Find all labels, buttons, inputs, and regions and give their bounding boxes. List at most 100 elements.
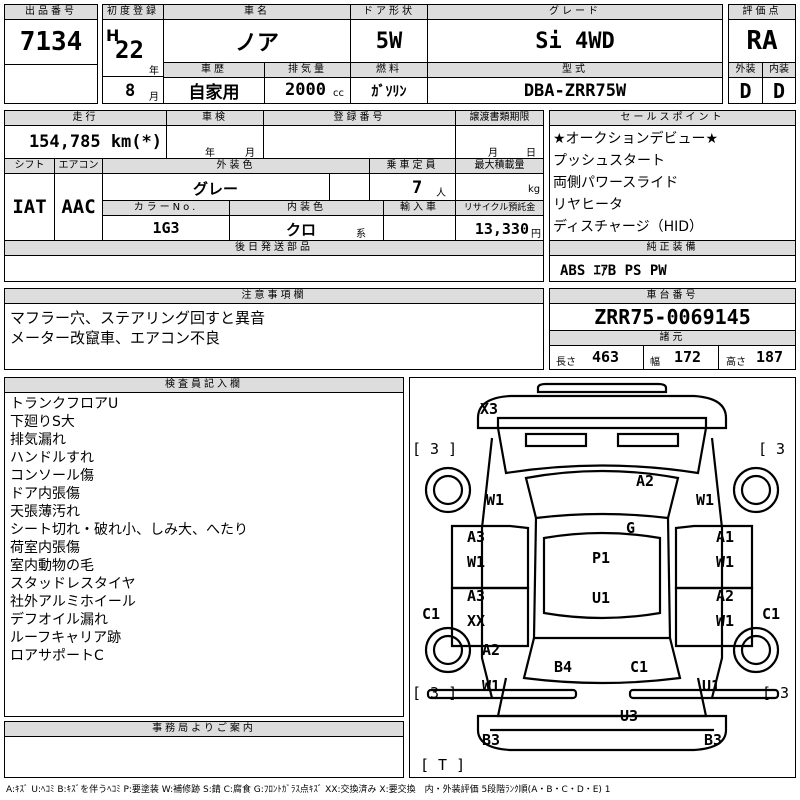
damage-mark: C1 [762, 605, 781, 623]
damage-mark: C1 [422, 605, 441, 623]
inspection-year-unit: 年 [205, 148, 215, 159]
score-header: 評価点 [728, 4, 796, 20]
length-label: 長さ [556, 357, 576, 368]
tire-rear-left-inner [432, 634, 464, 666]
width-label: 幅 [650, 357, 660, 368]
windshield [524, 469, 680, 520]
inspector-line: ハンドルすれ [10, 450, 94, 466]
import-header: 輸入車 [383, 200, 456, 216]
damage-mark: W1 [486, 491, 505, 509]
rear-bumper [476, 714, 728, 752]
damage-mark: B3 [482, 731, 501, 749]
ac: AAC [54, 173, 103, 241]
ac-header: エアコン [54, 158, 103, 174]
recycle-cell: 13,330 円 [455, 215, 544, 241]
tire-rear-left [424, 626, 472, 674]
max-load-header: 最大積載量 [455, 158, 544, 174]
spare-tire-mark: [ T ] [420, 756, 466, 774]
ext-color-blank [329, 173, 370, 201]
reg-no-cell [263, 125, 456, 159]
damage-mark: XX [467, 612, 486, 630]
month: 8 [125, 81, 136, 101]
mileage-header: 走行 [4, 110, 167, 126]
sales-point: ★オークションデビュー★ [553, 131, 719, 147]
era: H [106, 26, 120, 45]
height: 187 [756, 348, 784, 366]
fuel-header: 燃料 [350, 62, 428, 78]
inspector-line: 排気漏れ [10, 432, 66, 448]
inspector-line: ルーフキャリア跡 [10, 630, 122, 646]
sales-points-box: ★オークションデビュー★ プッシュスタート 両側パワースライド リヤヒータ ディ… [549, 125, 796, 241]
tire-rear-right [732, 626, 780, 674]
inspector-line: 天張薄汚れ [10, 504, 80, 520]
chassis-no: ZRR75-0069145 [549, 303, 796, 331]
tire-front-right-inner [740, 474, 772, 506]
tire-front-right [732, 466, 780, 514]
mileage-cell: 154,785 km(*) [4, 125, 167, 159]
later-parts-header: 後日発送部品 [4, 240, 544, 256]
model: DBA-ZRR75W [427, 77, 723, 104]
tire-tread-mark: [ 3 [758, 440, 786, 458]
door: 5W [350, 19, 428, 63]
dims-cell: 長さ 463 幅 172 高さ 187 [549, 345, 796, 370]
grille [524, 432, 588, 448]
equipment-header: 純正装備 [549, 240, 796, 256]
damage-mark: A3 [467, 587, 486, 605]
color-no-header: カラーNo. [102, 200, 230, 216]
damage-mark: A1 [716, 528, 735, 546]
first-reg-header: 初度登録 [102, 4, 164, 20]
door-rear-right [674, 586, 754, 648]
inspector-line: 下廻りS大 [10, 414, 75, 430]
lot-no-blank [4, 64, 98, 104]
tire-rear-right-inner [740, 634, 772, 666]
car-name: ノア [163, 19, 351, 63]
sales-points-header: セールスポイント [549, 110, 796, 126]
mileage: 154,785 km(*) [28, 132, 162, 152]
legend: A:ｷｽﾞ U:ﾍｺﾐ B:ｷｽﾞを伴うﾍｺﾐ P:要塗装 W:補修跡 S:錆 … [6, 785, 611, 795]
grade-header: グレード [427, 4, 723, 20]
first-reg-cell: H 22 年 [102, 19, 164, 77]
door-front-right [674, 524, 754, 590]
roof-panel [542, 531, 662, 620]
int-color-header: 内装色 [229, 200, 384, 216]
grade: Si 4WD [427, 19, 723, 63]
tire-tread-mark: [ 3 ] [412, 684, 458, 702]
rear-glass [522, 637, 682, 685]
int-color: クロ [286, 221, 317, 239]
recycle-unit: 円 [531, 229, 541, 240]
inspector-line: ロアサポートC [10, 648, 104, 664]
damage-mark: W1 [482, 677, 501, 695]
inspector-line: 社外アルミホイール [10, 594, 136, 610]
damage-mark: A2 [636, 472, 655, 490]
shift-header: シフト [4, 158, 55, 174]
door-rear-left [450, 586, 530, 648]
score: RA [728, 19, 796, 63]
inspector-line: 荷室内張傷 [10, 540, 80, 556]
fuel: ｶﾞｿﾘﾝ [350, 77, 428, 104]
equipment: ABS ｴｱB PS PW [560, 263, 667, 279]
exterior-header: 外装 [728, 62, 763, 78]
transfer-month-unit: 月 [488, 148, 498, 159]
bottom-bar-left [426, 688, 578, 700]
transfer-cell: 月 日 [455, 125, 544, 159]
ext-color-cell: グレー [102, 173, 330, 201]
inspector-line: 室内動物の毛 [10, 558, 94, 574]
inspector-header: 検査員記入欄 [4, 377, 404, 393]
damage-mark: B4 [554, 658, 573, 676]
height-label: 高さ [726, 357, 746, 368]
tire-tread-mark: [ 3 ] [412, 440, 458, 458]
inspector-line: トランクフロアU [10, 396, 119, 412]
notes-header: 注意事項欄 [4, 288, 544, 304]
displacement-cell: 2000 cc [264, 77, 351, 104]
damage-mark: W1 [696, 491, 715, 509]
inspector-line: スタッドレスタイヤ [10, 576, 136, 592]
int-color-cell: クロ 系 [229, 215, 384, 241]
month-cell: 8 月 [102, 76, 164, 104]
shift: IAT [4, 173, 55, 241]
front-bumper [476, 394, 728, 430]
damage-mark: U1 [702, 677, 721, 695]
note-line: メーター改竄車、エアコン不良 [10, 329, 221, 347]
recycle-header: リサイクル預託金 [455, 200, 544, 216]
damage-mark: A2 [716, 587, 735, 605]
grille [616, 432, 680, 448]
